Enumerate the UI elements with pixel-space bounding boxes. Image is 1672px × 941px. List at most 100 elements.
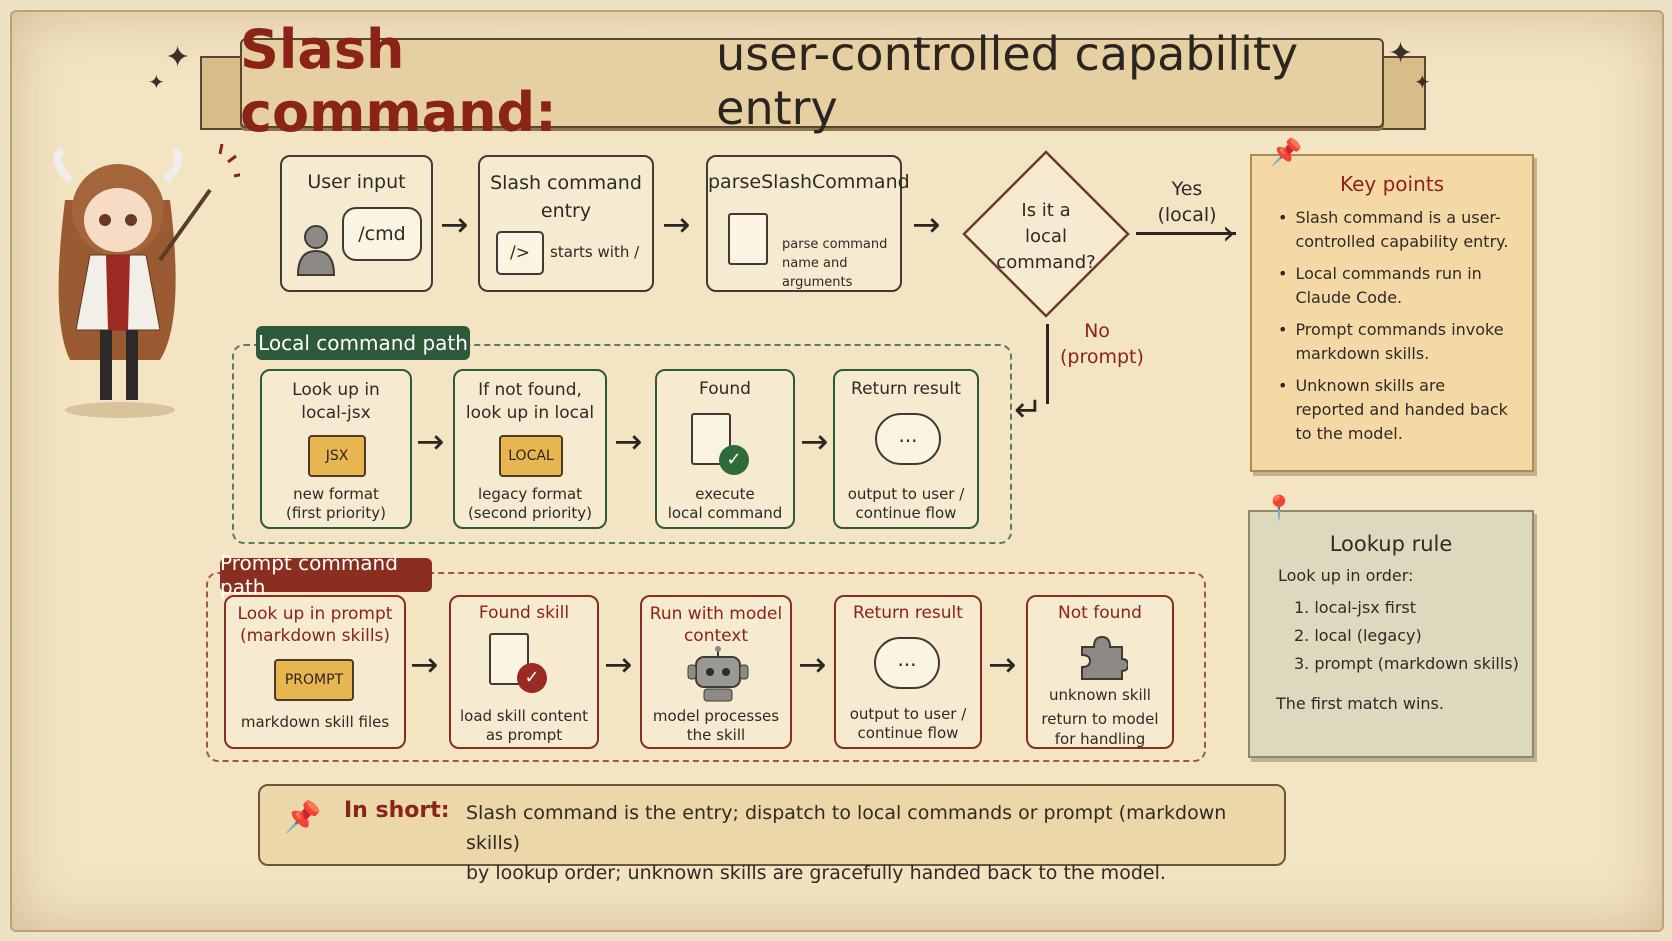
key-point-text: to the model. bbox=[1295, 424, 1403, 443]
key-point-text: reported and handed back bbox=[1295, 400, 1508, 419]
title-highlight: Slash command: bbox=[240, 18, 557, 144]
prompt-step-not-found-cap3: for handling bbox=[1054, 730, 1146, 748]
summary-line-2: by lookup order; unknown skills are grac… bbox=[466, 862, 1166, 884]
local-step-found-cap1: execute bbox=[695, 485, 755, 503]
local-path-tag: Local command path bbox=[256, 326, 470, 360]
key-point-item: • Slash command is a user-controlled cap… bbox=[1278, 206, 1514, 254]
prompt-step-run: Run with model context model processes t… bbox=[640, 595, 792, 749]
local-step-return-cap1: output to user / bbox=[847, 485, 965, 503]
local-step-legacy-cap1: legacy format bbox=[477, 485, 583, 503]
checkmark-icon: ✓ bbox=[517, 663, 547, 693]
prompt-step-lookup: Look up in prompt (markdown skills) PROM… bbox=[224, 595, 406, 749]
local-step-legacy: If not found, look up in local LOCAL leg… bbox=[453, 369, 607, 529]
local-step-jsx-line2: local-jsx bbox=[301, 403, 371, 423]
user-input-title: User input bbox=[307, 171, 406, 193]
decision-line-2: local command? bbox=[996, 226, 1096, 273]
prompt-step-found: Found skill ✓ load skill content as prom… bbox=[449, 595, 599, 749]
title-rest: user-controlled capability entry bbox=[716, 27, 1299, 135]
arrow-right-icon: → bbox=[662, 205, 691, 245]
arrow-right-icon: → bbox=[440, 205, 469, 245]
lookup-rule-intro: Look up in order: bbox=[1278, 566, 1414, 585]
terminal-icon: /> bbox=[496, 231, 544, 275]
prompt-path-section bbox=[206, 572, 1206, 762]
key-points-title: Key points bbox=[1339, 172, 1445, 196]
yes-arrow-line bbox=[1136, 232, 1236, 235]
arrow-right-icon: › bbox=[1222, 213, 1236, 253]
parse-slash-command-box: parseSlashCommand parse command name and… bbox=[706, 155, 910, 292]
key-point-text: Claude Code. bbox=[1295, 288, 1403, 307]
prompt-step-not-found-cap2: return to model bbox=[1041, 710, 1159, 728]
prompt-step-not-found-title: Not found bbox=[1058, 603, 1142, 623]
sparkle-icon: ✦ bbox=[148, 70, 165, 94]
local-step-found: Found ✓ execute local command bbox=[655, 369, 795, 529]
key-point-text: Prompt commands invoke bbox=[1295, 320, 1504, 339]
key-point-text: Slash command is a user- bbox=[1295, 208, 1501, 227]
lookup-rule-note: Lookup rule Look up in order: 1. local-j… bbox=[1248, 510, 1534, 758]
arrow-right-icon: → bbox=[912, 205, 941, 245]
arrow-right-icon: → bbox=[416, 422, 445, 462]
document-icon bbox=[728, 213, 768, 265]
slash-entry-title-2: entry bbox=[540, 200, 592, 222]
local-step-found-cap2: local command bbox=[667, 504, 783, 522]
lookup-rule-item: 3. prompt (markdown skills) bbox=[1294, 654, 1519, 673]
prompt-step-run-line1: Run with model bbox=[649, 604, 783, 624]
folder-icon: LOCAL bbox=[499, 435, 563, 477]
parse-caption-1: parse command bbox=[782, 237, 888, 252]
prompt-step-not-found-cap1: unknown skill bbox=[1049, 686, 1151, 704]
prompt-step-run-line2: context bbox=[683, 626, 749, 646]
local-step-jsx-cap2: (first priority) bbox=[286, 504, 386, 522]
yes-label-1: Yes bbox=[1171, 178, 1203, 200]
arrow-left-icon: ↵ bbox=[1014, 390, 1043, 430]
decision-line-1: Is it a bbox=[1021, 200, 1071, 221]
key-points-note: Key points • Slash command is a user-con… bbox=[1250, 154, 1534, 472]
summary-box: 📌 In short: Slash command is the entry; … bbox=[258, 784, 1286, 884]
no-arrow-line bbox=[1046, 324, 1049, 404]
checkmark-icon: ✓ bbox=[719, 445, 749, 475]
key-point-text: controlled capability entry. bbox=[1295, 232, 1509, 251]
arrow-right-icon: → bbox=[604, 645, 633, 685]
mascot-character-illustration bbox=[53, 143, 240, 418]
arrow-right-icon: → bbox=[410, 645, 439, 685]
title-banner bbox=[240, 38, 1384, 128]
prompt-step-run-cap1: model processes bbox=[652, 707, 780, 725]
prompt-step-lookup-cap1: markdown skill files bbox=[240, 713, 390, 731]
local-step-jsx: Look up in local-jsx JSX new format (fir… bbox=[260, 369, 412, 529]
local-path-section bbox=[232, 344, 1012, 544]
speech-bubble-icon: ... bbox=[875, 413, 941, 465]
arrow-right-icon: → bbox=[798, 645, 827, 685]
local-step-jsx-line1: Look up in bbox=[292, 380, 380, 400]
command-bubble-text: /cmd bbox=[358, 223, 406, 245]
lookup-rule-item: 2. local (legacy) bbox=[1294, 626, 1422, 645]
pushpin-icon: 📍 bbox=[1264, 494, 1294, 522]
speech-bubble-dots: ... bbox=[897, 647, 917, 671]
local-step-return-cap2: continue flow bbox=[855, 504, 957, 522]
prompt-step-return: Return result ... output to user / conti… bbox=[834, 595, 982, 749]
puzzle-piece-icon bbox=[1081, 635, 1128, 680]
summary-line-1: Slash command is the entry; dispatch to … bbox=[466, 802, 1227, 854]
no-label-2: (prompt) bbox=[1060, 346, 1144, 368]
summary-label: In short: bbox=[344, 798, 450, 823]
local-step-legacy-line1: If not found, bbox=[478, 380, 582, 400]
local-step-return: Return result ... output to user / conti… bbox=[833, 369, 979, 529]
lookup-rule-footer: The first match wins. bbox=[1276, 694, 1444, 713]
user-input-box: User input /cmd bbox=[280, 155, 433, 292]
local-step-legacy-cap2: (second priority) bbox=[467, 504, 593, 522]
slash-entry-box: Slash command entry /> starts with / bbox=[478, 155, 654, 292]
chat-bubble-icon: /cmd bbox=[342, 207, 422, 261]
speech-bubble-icon: ... bbox=[874, 637, 940, 689]
prompt-step-return-cap1: output to user / bbox=[849, 705, 967, 723]
parse-caption-2: name and arguments bbox=[782, 256, 853, 290]
parse-title: parseSlashCommand bbox=[708, 171, 910, 193]
folder-icon: JSX bbox=[308, 435, 366, 477]
prompt-step-found-title: Found skill bbox=[478, 603, 570, 623]
folder-jsx-label: JSX bbox=[325, 448, 349, 464]
lookup-rule-title: Lookup rule bbox=[1329, 532, 1453, 556]
pushpin-icon: 📌 bbox=[1270, 138, 1303, 168]
local-step-legacy-line2: look up in local bbox=[465, 403, 595, 423]
prompt-step-run-cap2: the skill bbox=[686, 726, 746, 744]
sparkle-icon: ✦ bbox=[1414, 70, 1431, 94]
sparkle-icon: ✦ bbox=[165, 40, 191, 75]
decision-diamond bbox=[962, 150, 1130, 318]
user-icon bbox=[296, 225, 336, 276]
terminal-text: /> bbox=[510, 243, 530, 263]
